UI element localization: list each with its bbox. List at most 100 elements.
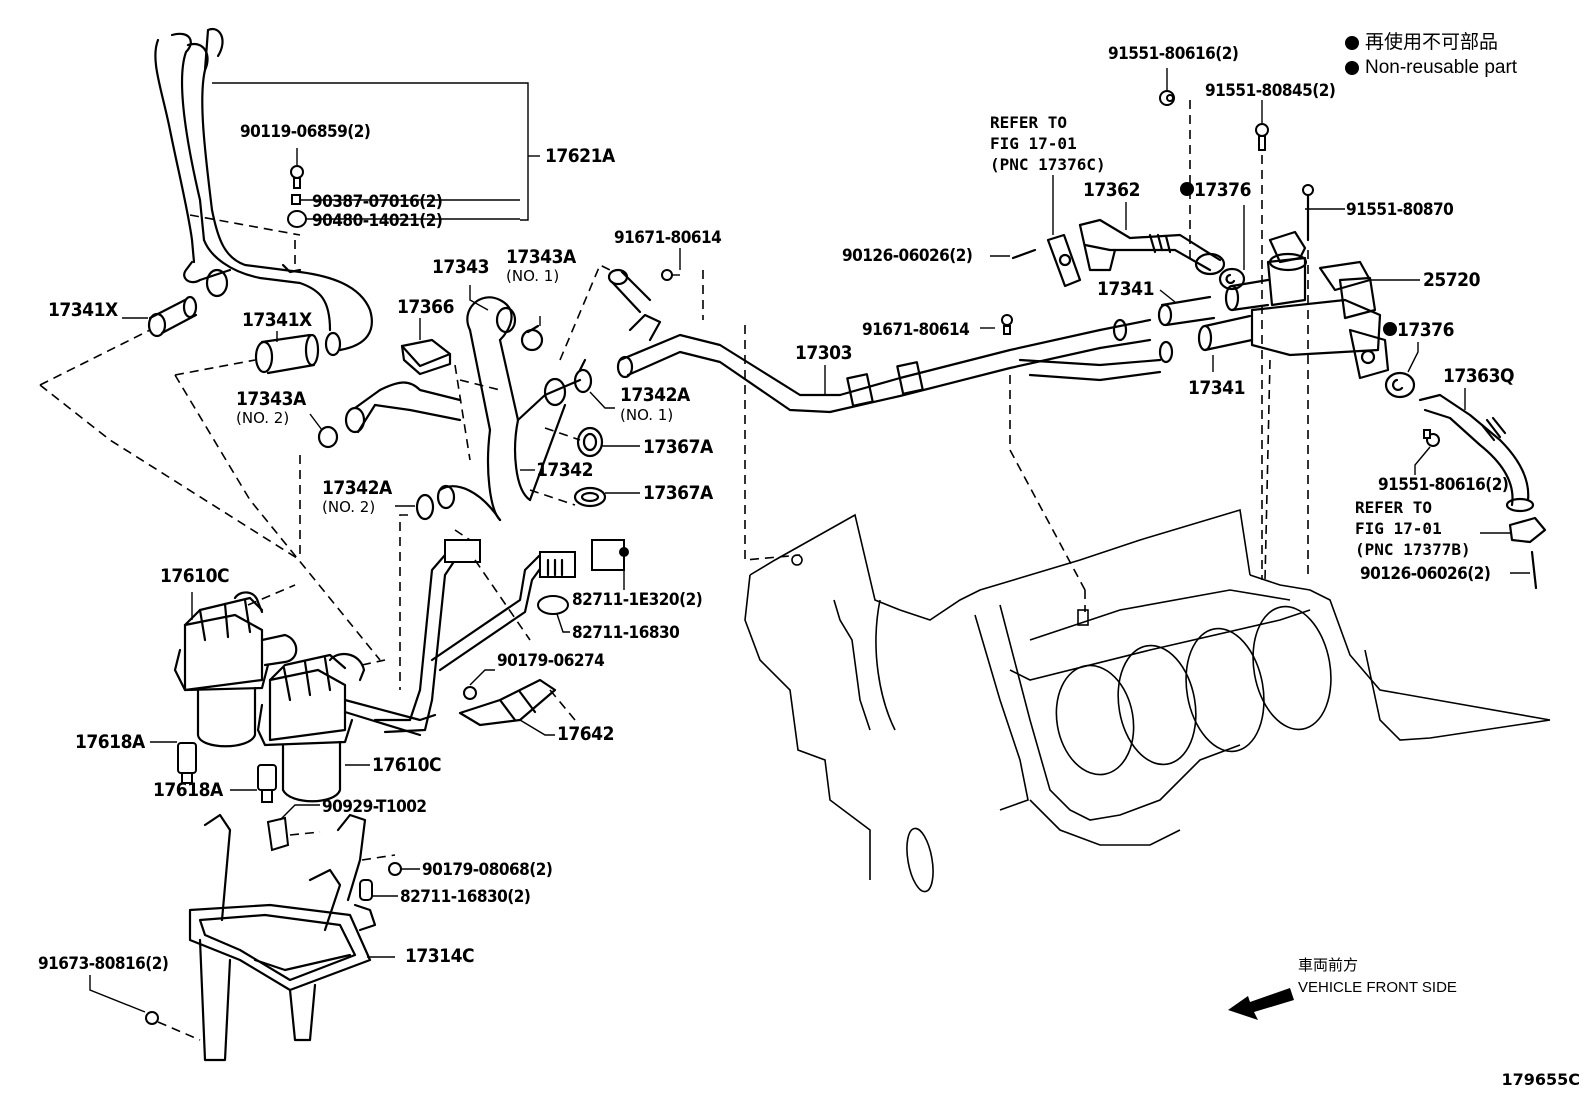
- part-label: 91551-80616(2): [1108, 44, 1239, 64]
- legend-item-en: Non-reusable part: [1345, 55, 1517, 80]
- part-label: 90480-14021(2): [312, 211, 443, 231]
- bolt-90119-06859: [287, 148, 307, 228]
- air-switching-valve-25720: [1197, 230, 1390, 380]
- part-label-non-reusable: 17376: [1180, 180, 1251, 200]
- nut-90179-06274: [463, 686, 477, 700]
- part-label: 25720: [1423, 269, 1480, 291]
- stud-17618A-b: [257, 764, 277, 803]
- part-sublabel: (NO. 2): [236, 409, 290, 427]
- non-reusable-dot-icon: [1345, 35, 1359, 50]
- hose-17342: [344, 377, 582, 522]
- part-number: 17376: [1397, 319, 1454, 341]
- part-label: 17343A: [506, 246, 576, 268]
- pipe-17363Q: [1418, 393, 1535, 513]
- part-label: 17363Q: [1443, 365, 1515, 387]
- grommet-17367A-a: [576, 426, 604, 458]
- pipe-17362: [1078, 218, 1226, 276]
- part-label: 17303: [795, 342, 852, 364]
- part-label: 17642: [557, 723, 614, 745]
- part-sublabel: (NO. 1): [620, 406, 674, 424]
- part-label: 17342: [536, 459, 593, 481]
- part-label: 82711-16830(2): [400, 887, 531, 907]
- part-label: 17366: [397, 296, 454, 318]
- vehicle-front-en: VEHICLE FRONT SIDE: [1298, 979, 1457, 996]
- gasket-17376-b: [1384, 371, 1416, 399]
- non-reusable-dot-icon: [1180, 182, 1194, 196]
- nut-90179-08068: [388, 862, 402, 876]
- part-label: 17342A: [322, 477, 392, 499]
- vacuum-hose-assembly: [373, 539, 576, 734]
- part-label: 17341: [1188, 377, 1245, 399]
- clip-17366: [400, 338, 452, 376]
- part-label: 17343: [432, 256, 489, 278]
- part-label: 17621A: [545, 145, 615, 167]
- part-label: 17314C: [405, 945, 475, 967]
- part-label: 90126-06026(2): [1360, 564, 1491, 584]
- bracket-17314C: [188, 813, 377, 1062]
- figure-number: 179655C: [1501, 1070, 1580, 1089]
- part-label: 90119-06859(2): [240, 122, 371, 142]
- clip-82711-16830-2: [359, 879, 373, 901]
- bolt-91673-80816: [145, 1011, 159, 1025]
- part-label: 91551-80870: [1346, 200, 1454, 220]
- part-sublabel: (NO. 2): [322, 498, 376, 516]
- refer-note-17377B: REFER TO FIG 17-01 (PNC 17377B): [1355, 498, 1471, 559]
- bolt-91551-80616-b: [1423, 429, 1440, 447]
- part-label: 91551-80845(2): [1205, 81, 1336, 101]
- bolt-91671-80614-b: [1001, 314, 1013, 335]
- part-label: 17342A: [620, 384, 690, 406]
- part-label: 82711-16830: [572, 623, 680, 643]
- part-label: 82711-1E320(2): [572, 590, 703, 610]
- part-label: 91673-80816(2): [38, 954, 169, 974]
- part-label: 90179-06274: [497, 651, 605, 671]
- part-label: 17341X: [242, 309, 312, 331]
- part-label: 17367A: [643, 436, 713, 458]
- vehicle-front-jp: 車両前方: [1298, 957, 1359, 974]
- vehicle-front-note: 車両前方 VEHICLE FRONT SIDE: [1298, 955, 1457, 999]
- hose-17341X-right: [254, 333, 320, 375]
- air-pump-17610C-right: [256, 652, 437, 803]
- part-label: 17610C: [160, 565, 230, 587]
- part-label: 17362: [1083, 179, 1140, 201]
- non-reusable-dot-icon: [1345, 60, 1359, 75]
- part-label: 91671-80614: [862, 320, 970, 340]
- stud-90126-06026-a: [1011, 248, 1037, 260]
- part-label-non-reusable: 17376: [1383, 320, 1454, 340]
- part-number: 17376: [1194, 179, 1251, 201]
- clamp-17343A-no2: [317, 425, 339, 449]
- air-pump-17610C-left: [173, 591, 298, 748]
- hose-17341X-left: [147, 295, 198, 338]
- non-reusable-dot-icon: [1383, 322, 1397, 336]
- clamp-17343A-no1: [520, 324, 544, 352]
- part-label: 90929-T1002: [322, 797, 427, 817]
- part-label: 17610C: [372, 754, 442, 776]
- grommet-17367A-b: [573, 486, 607, 508]
- part-label: 17618A: [75, 731, 145, 753]
- gasket-refer-17377B: [1508, 516, 1547, 544]
- part-label: 90387-07016(2): [312, 192, 443, 212]
- part-label: 17618A: [153, 779, 223, 801]
- connector-82711-1E320: [591, 539, 629, 571]
- part-label: 17343A: [236, 388, 306, 410]
- bolt-91671-80614-a: [661, 269, 680, 281]
- refer-note-17376C: REFER TO FIG 17-01 (PNC 17376C): [990, 113, 1106, 174]
- bolt-91551-80616-a: [1159, 90, 1175, 106]
- part-sublabel: (NO. 1): [506, 267, 560, 285]
- part-label: 90126-06026(2): [842, 246, 973, 266]
- stud-17618A-a: [177, 742, 197, 784]
- legend-text-en: Non-reusable part: [1365, 57, 1518, 78]
- gasket-refer-17376C: [1046, 233, 1082, 288]
- clip-82711-16830: [537, 595, 569, 615]
- part-label: 17341X: [48, 299, 118, 321]
- hose-17343: [466, 296, 520, 432]
- legend-text-jp: 再使用不可部品: [1365, 32, 1499, 53]
- clamp-17342A-no2: [415, 493, 435, 521]
- vehicle-front-arrow-icon: [1228, 988, 1294, 1020]
- legend: 再使用不可部品 Non-reusable part: [1345, 30, 1517, 80]
- gasket-17376-a: [1218, 267, 1246, 291]
- part-label: 90179-08068(2): [422, 860, 553, 880]
- pipe-17303: [607, 268, 1174, 414]
- bolt-91551-80845: [1255, 123, 1269, 151]
- hose-17341-a: [1157, 295, 1216, 327]
